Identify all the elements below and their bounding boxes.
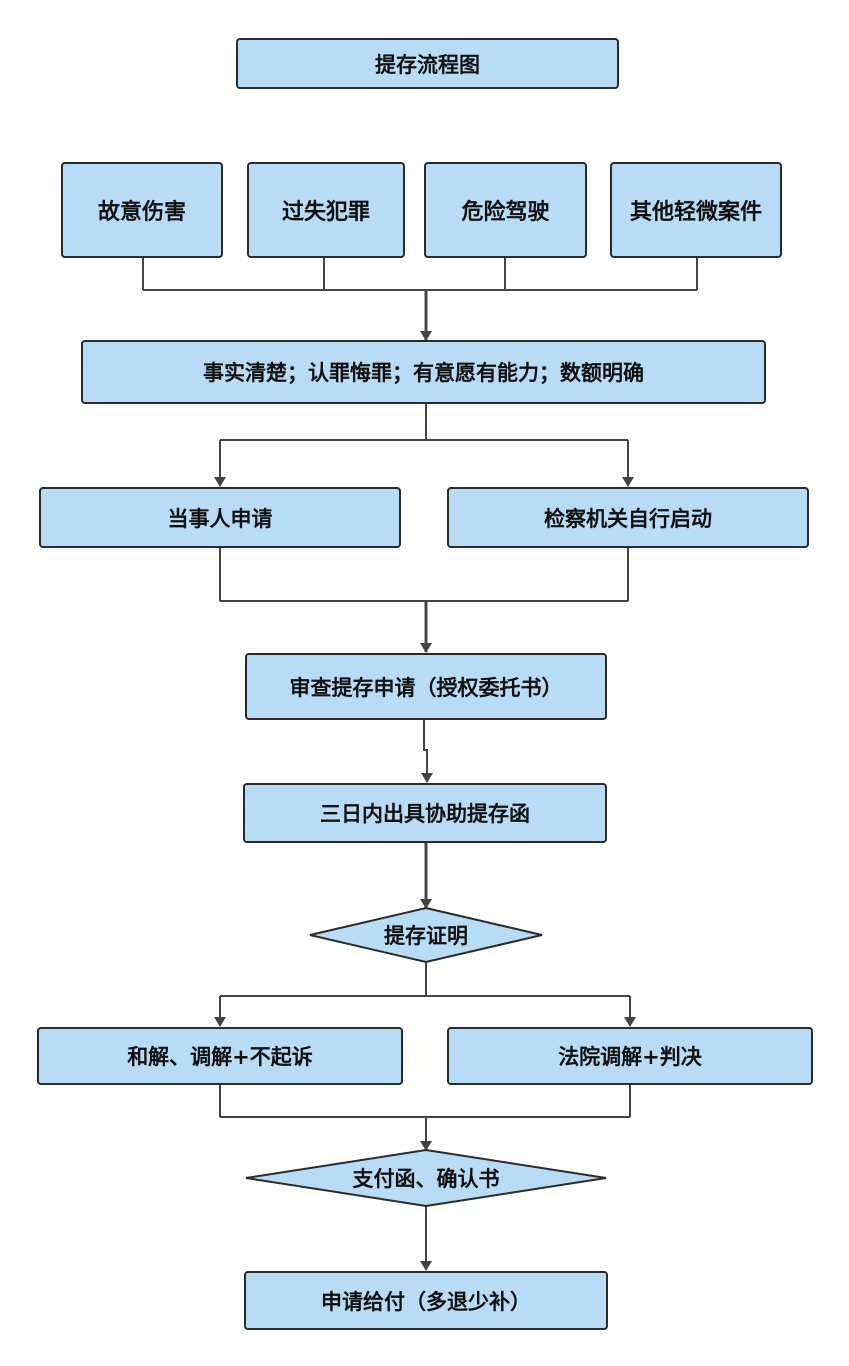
arrow-to-issue-letter — [421, 720, 433, 783]
connector-initiation-merge — [219, 548, 629, 602]
case-type-negligent-crime: 过失犯罪 — [247, 162, 405, 258]
procuratorate-start-box: 检察机关自行启动 — [447, 487, 809, 548]
conditions-box: 事实清楚；认罪悔罪；有意愿有能力；数额明确 — [81, 340, 766, 404]
case-type-intentional-injury: 故意伤害 — [61, 162, 223, 258]
case-type-dangerous-driving: 危险驾驶 — [424, 162, 587, 258]
payment-docs-label: 支付函、确认书 — [352, 1167, 500, 1191]
certificate-label: 提存证明 — [384, 924, 468, 948]
connector-conditions-split — [220, 404, 628, 441]
flowchart-title: 提存流程图 — [236, 38, 619, 89]
court-box: 法院调解+判决 — [447, 1027, 813, 1085]
connector-case-types-merge — [142, 258, 698, 291]
certificate-diamond — [309, 906, 543, 964]
party-apply-box: 当事人申请 — [39, 487, 401, 548]
review-box: 审查提存申请（授权委托书） — [245, 653, 607, 720]
connector-outcomes-merge — [219, 1085, 631, 1118]
final-box: 申请给付（多退少补） — [244, 1271, 608, 1330]
connector-certificate-split — [220, 963, 630, 997]
case-type-other-minor: 其他轻微案件 — [610, 162, 782, 258]
payment-docs-diamond — [245, 1148, 607, 1208]
settlement-box: 和解、调解+不起诉 — [37, 1027, 403, 1085]
issue-letter-box: 三日内出具协助提存函 — [243, 783, 607, 843]
